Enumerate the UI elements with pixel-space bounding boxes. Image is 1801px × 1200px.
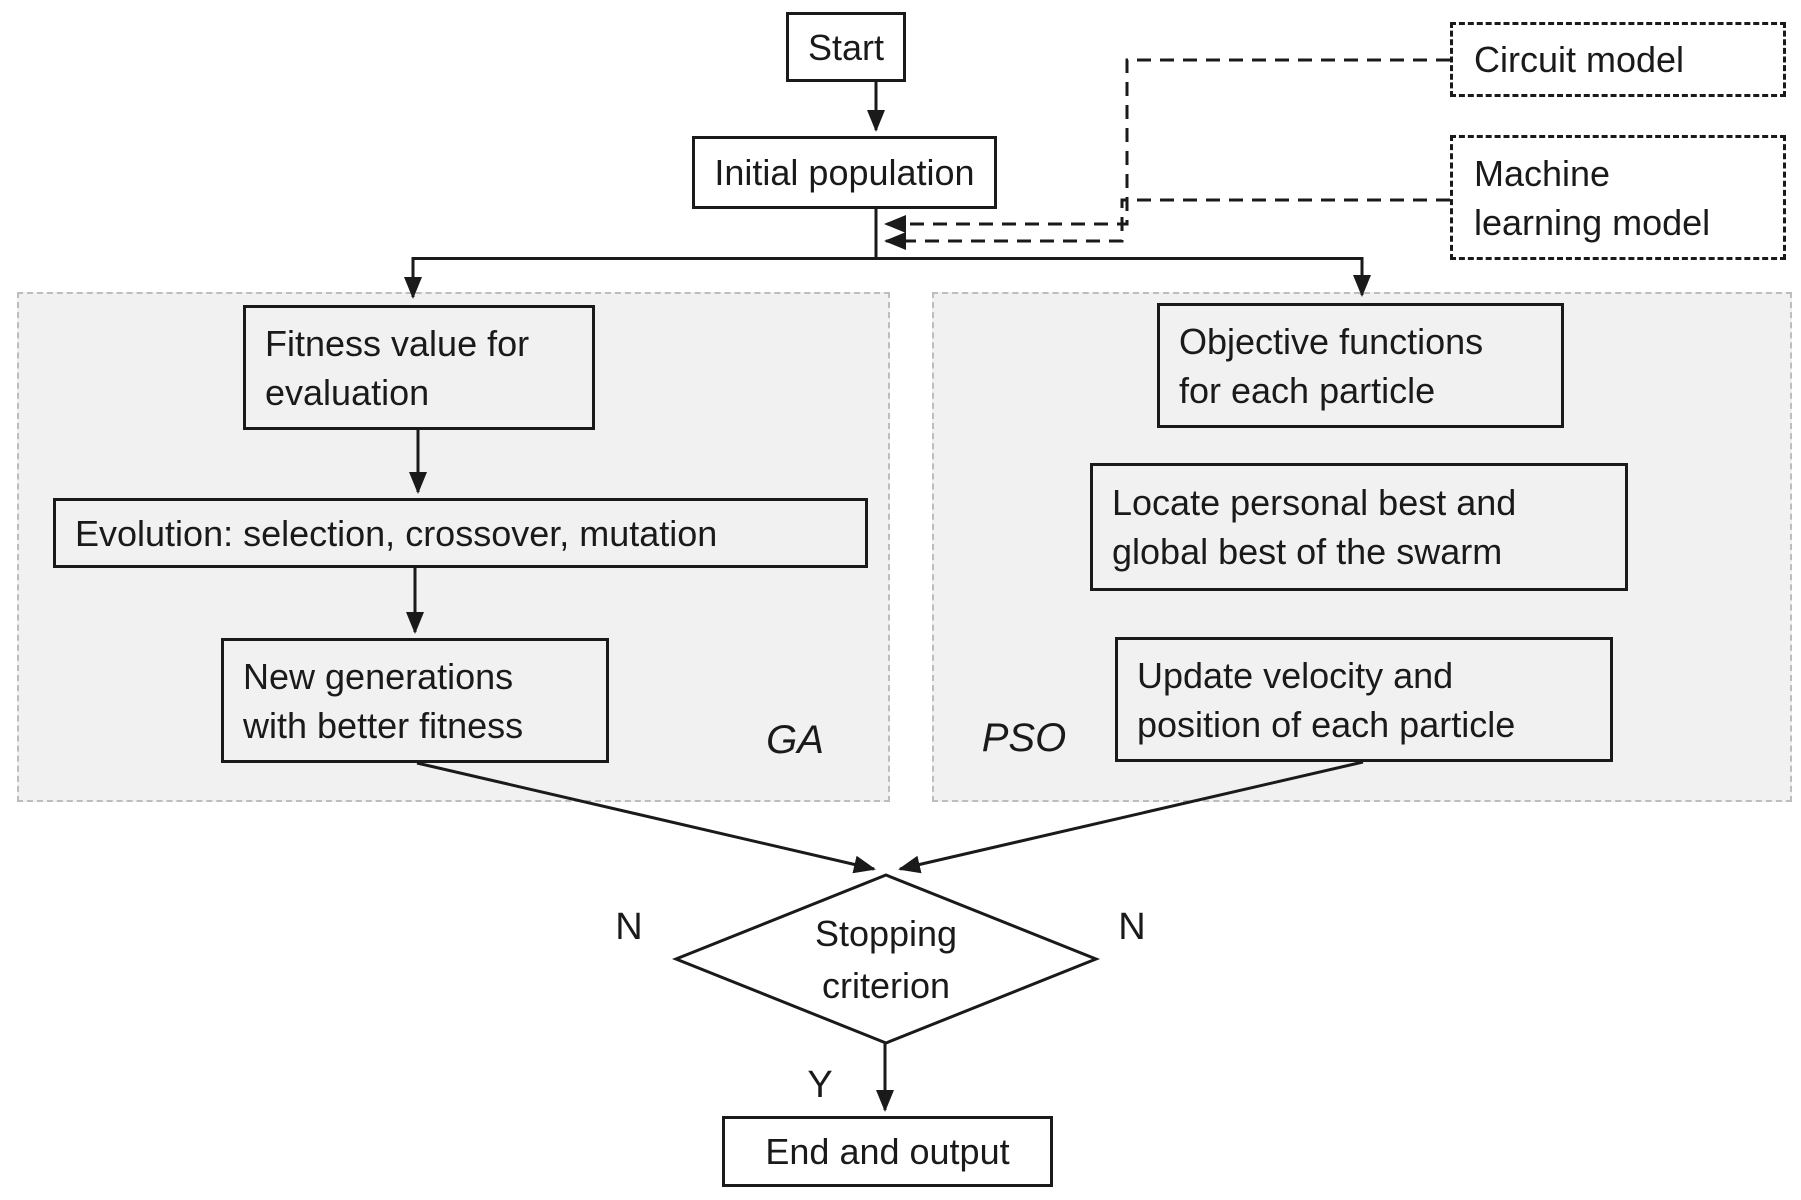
initial-population-node: Initial population — [692, 136, 997, 209]
stopping-criterion-label-line1: Stopping — [814, 913, 958, 954]
start-label: Start — [807, 26, 885, 68]
locate-best-node: Locate personal best and global best of … — [1090, 463, 1628, 591]
stopping-criterion-label: Stopping criterion — [736, 900, 1036, 1020]
end-output-node: End and output — [722, 1116, 1053, 1187]
locate-best-label-line1: Locate personal best and — [1112, 482, 1517, 523]
machine-learning-model-node: Machine learning model — [1450, 135, 1786, 260]
fitness-evaluation-node: Fitness value for evaluation — [243, 305, 595, 430]
circuit-model-label: Circuit model — [1474, 39, 1685, 80]
evolution-label: Evolution: selection, crossover, mutatio… — [75, 512, 718, 554]
ga-branch-label: GA — [766, 717, 824, 762]
evolution-node: Evolution: selection, crossover, mutatio… — [53, 498, 868, 568]
initial-population-label: Initial population — [714, 152, 975, 193]
new-generations-label-line1: New generations — [243, 655, 514, 697]
machine-learning-model-label-line2: learning model — [1474, 201, 1711, 243]
stopping-criterion-label-line2: criterion — [821, 965, 951, 1006]
objective-functions-node: Objective functions for each particle — [1157, 303, 1564, 428]
end-output-label: End and output — [765, 1131, 1010, 1172]
arrow-update-velocity-to-stopping — [898, 760, 1364, 874]
decision-no-right-label: N — [1118, 905, 1146, 948]
update-velocity-label-line2: position of each particle — [1137, 703, 1516, 745]
dashed-arrow-circuit-model — [884, 58, 1450, 233]
update-velocity-node: Update velocity and position of each par… — [1115, 637, 1613, 762]
objective-functions-label-line2: for each particle — [1179, 369, 1436, 411]
dashed-arrow-machine-learning-model — [884, 198, 1450, 250]
circuit-model-node: Circuit model — [1450, 22, 1786, 97]
stopping-criterion-diamond — [671, 873, 1101, 1045]
fitness-evaluation-label-line2: evaluation — [265, 371, 430, 413]
pso-branch-label: PSO — [981, 715, 1067, 760]
decision-yes-label: Y — [807, 1063, 833, 1106]
objective-functions-label-line1: Objective functions — [1179, 320, 1484, 362]
decision-no-left-label: N — [615, 905, 643, 948]
locate-best-label-line2: global best of the swarm — [1112, 531, 1503, 572]
machine-learning-model-label-line1: Machine — [1474, 152, 1611, 194]
arrow-new-generations-to-stopping — [416, 761, 876, 874]
fitness-evaluation-label-line1: Fitness value for — [265, 322, 530, 364]
new-generations-label-line2: with better fitness — [243, 704, 524, 746]
new-generations-node: New generations with better fitness — [221, 638, 609, 763]
update-velocity-label-line1: Update velocity and — [1137, 654, 1454, 696]
start-node: Start — [786, 12, 906, 82]
